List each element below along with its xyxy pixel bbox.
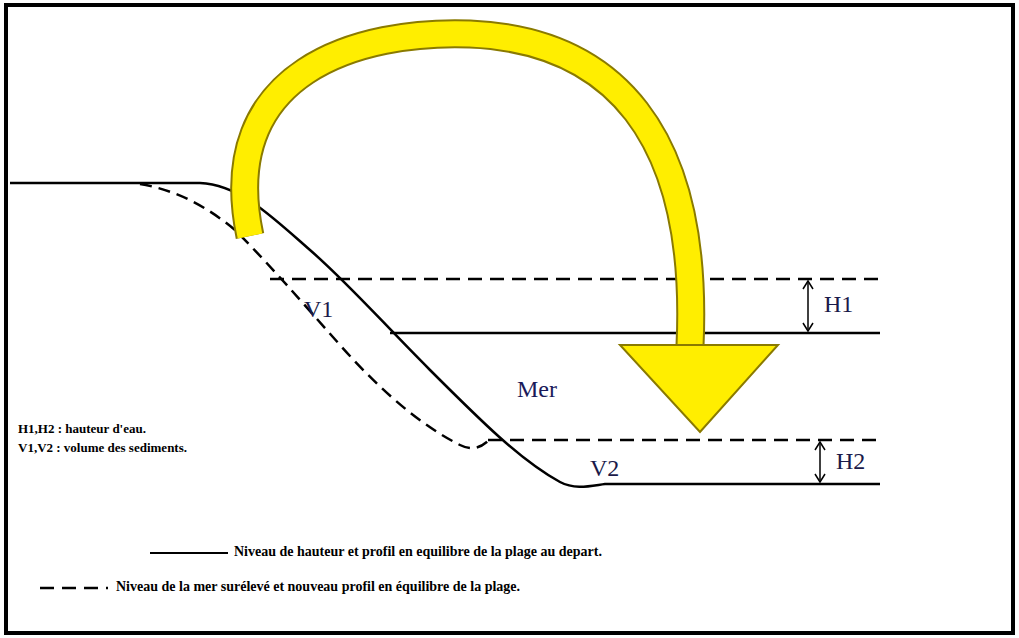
height-label: H1 (824, 291, 853, 318)
volume-label: V1 (304, 296, 333, 323)
h1-arrowheads (803, 281, 813, 331)
initial-sea-level (390, 332, 880, 335)
h2-dimension (819, 444, 821, 480)
height-label: H2 (836, 448, 865, 475)
initial-profile (10, 183, 880, 487)
volume-label: V2 (590, 455, 619, 482)
legend-solid-sample (150, 552, 228, 554)
h1-dimension (807, 283, 809, 329)
sediment-arrow-outline (245, 34, 691, 346)
new-bottom-level (488, 439, 880, 442)
raised-sea-level (270, 278, 880, 281)
frame (6, 5, 1013, 633)
sea-label: Mer (517, 376, 557, 403)
new-profile (140, 184, 488, 448)
sediment-arrow (245, 34, 691, 346)
legend-text: Niveau de la mer surélevé et nouveau pro… (116, 579, 520, 595)
sediment-arrowhead (620, 345, 778, 432)
key-note: H1,H2 : hauteur d'eau. (18, 421, 146, 437)
key-note: V1,V2 : volume des sediments. (18, 440, 187, 456)
h2-arrowheads (815, 442, 825, 482)
legend-dashed-sample (40, 587, 108, 590)
legend-text: Niveau de hauteur et profil en equilibre… (234, 544, 602, 560)
